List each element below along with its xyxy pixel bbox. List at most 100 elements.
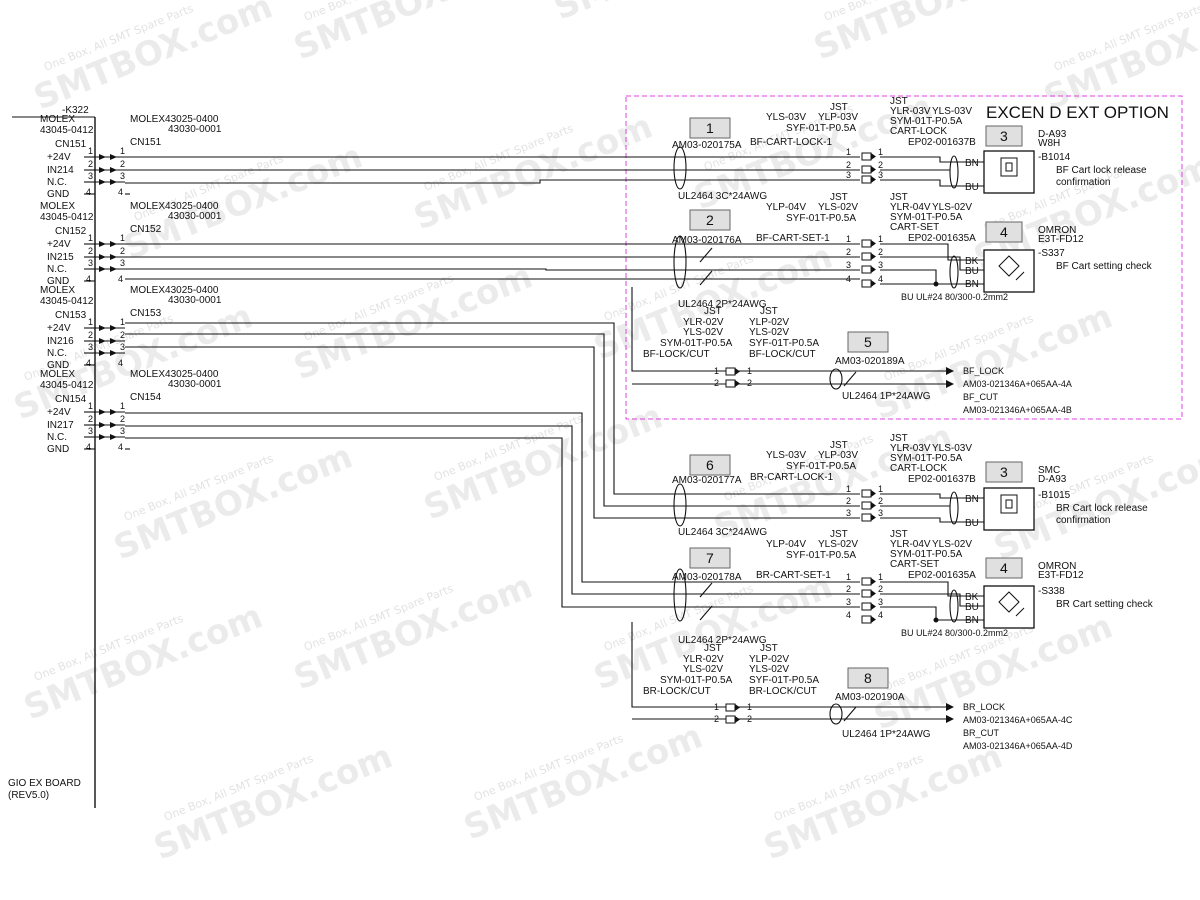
- pin-signal-label: GND: [47, 189, 69, 200]
- jst-label: JST: [890, 529, 908, 540]
- connector-pin-number: 1: [747, 366, 752, 376]
- connector-pin-number: 4: [878, 274, 883, 284]
- jst-housing: YLS-02V: [932, 202, 972, 213]
- sensor-maker: SMC: [1038, 465, 1060, 476]
- connector-pin-number: 1: [846, 147, 851, 157]
- connector-pin: [861, 513, 872, 522]
- pin-number: 2: [88, 414, 93, 424]
- pin-arrow: [110, 434, 117, 440]
- pin-arrow: [99, 350, 106, 356]
- connector-pin-arrow: [871, 590, 876, 597]
- connector-pin-arrow: [871, 266, 876, 273]
- connector-pin-arrow: [735, 716, 740, 723]
- cable-name: BR-CART-LOCK-1: [750, 472, 834, 483]
- connector-pin-number: 1: [714, 702, 719, 712]
- connector-pin-arrow: [871, 514, 876, 521]
- pin-signal-label: N.C.: [47, 177, 67, 188]
- jst-terminal: SYM-01T-P0.5A: [890, 116, 963, 127]
- pin-number: 4: [118, 187, 123, 197]
- connector-id: CN154: [130, 392, 162, 403]
- connector-pin-arrow: [871, 603, 876, 610]
- mate-connector: MOLEX43025-0400: [130, 114, 219, 125]
- jst-label: JST: [830, 440, 848, 451]
- jst-terminal: SYF-01T-P0.5A: [749, 338, 819, 349]
- connector-pin-number: 2: [878, 160, 883, 170]
- pin-signal-label: GND: [47, 360, 69, 371]
- cable-number-box: [689, 117, 731, 139]
- connector-pin-arrow: [871, 240, 876, 247]
- jst-terminal: SYM-01T-P0.5A: [890, 212, 963, 223]
- sensor-model: D-A93: [1038, 474, 1067, 485]
- pin-signal-label: +24V: [47, 407, 71, 418]
- connector-pin: [861, 489, 872, 498]
- connector-pin-number: 1: [878, 484, 883, 494]
- cable-part-number: AM03-020175A: [672, 140, 742, 151]
- pin-number: 4: [86, 358, 91, 368]
- sensor-number-box: [985, 461, 1023, 483]
- wire-color-bn: BN: [965, 279, 979, 290]
- pin-arrow: [110, 325, 117, 331]
- cable-number-box: [847, 331, 889, 353]
- connector-pin-number: 1: [747, 702, 752, 712]
- pin-arrow: [99, 434, 106, 440]
- sensor-model: E3T-FD12: [1038, 570, 1084, 581]
- output-signal: BR_CUT: [963, 728, 1000, 738]
- mate-connector: MOLEX43025-0400: [130, 285, 219, 296]
- jst-terminal: SYM-01T-P0.5A: [660, 675, 733, 686]
- sensor-description: BR Cart lock release: [1056, 503, 1148, 514]
- jst-housing: YLS-03V: [932, 106, 972, 117]
- pin-signal-label: +24V: [47, 323, 71, 334]
- connector-pin-arrow: [735, 704, 740, 711]
- cable-spec: UL2464 1P*24AWG: [842, 391, 931, 402]
- sensor-number-box: [985, 557, 1023, 579]
- output-part-number: AM03-021346A+065AA-4C: [963, 715, 1073, 725]
- molex-label: MOLEX: [40, 369, 75, 380]
- sensor-box-bf-lock: [983, 150, 1035, 194]
- pin-arrow: [99, 422, 106, 428]
- pin-signal-label: N.C.: [47, 348, 67, 359]
- connector-id: CN154: [55, 394, 87, 405]
- connector-id: CN153: [55, 310, 87, 321]
- board-ref: -K322: [62, 105, 89, 116]
- jst-housing: YLS-02V: [749, 664, 789, 675]
- connector-cn153: MOLEX43045-0412MOLEX43025-040043030-0001…: [40, 285, 222, 371]
- pin-number: 2: [88, 159, 93, 169]
- jst-housing: YLR-04V: [890, 202, 931, 213]
- sensor-id: -B1014: [1038, 152, 1071, 163]
- pin-arrow: [110, 254, 117, 260]
- lock-cut-2: JSTYLR-02VYLS-02VSYM-01T-P0.5ABR-LOCK/CU…: [643, 643, 1073, 751]
- jst-label: JST: [704, 643, 722, 654]
- connector-name: CART-LOCK: [890, 463, 947, 474]
- jst-label: JST: [760, 306, 778, 317]
- pin-signal-label: IN215: [47, 252, 74, 263]
- jst-housing: YLR-04V: [890, 539, 931, 550]
- jst-housing: YLP-02V: [749, 654, 789, 665]
- jst-terminal: SYF-01T-P0.5A: [749, 675, 819, 686]
- connector-pin-number: 4: [846, 274, 851, 284]
- connector-pin-arrow: [871, 616, 876, 623]
- pin-signal-label: N.C.: [47, 264, 67, 275]
- pin-number: 4: [86, 442, 91, 452]
- molex-pn: 43045-0412: [40, 125, 94, 136]
- wire-color-bu: BU: [965, 518, 979, 529]
- wire-color-bu: BU: [965, 602, 979, 613]
- ext-option-title: EXCEN D EXT OPTION: [986, 103, 1169, 122]
- output-signal: BF_CUT: [963, 392, 999, 402]
- cable-part-number: AM03-020177A: [672, 475, 742, 486]
- connector-pin: [725, 379, 736, 388]
- connector-pin-number: 2: [714, 378, 719, 388]
- connector-cn151: MOLEX43045-0412MOLEX43025-040043030-0001…: [40, 114, 222, 200]
- cable-spec: UL2464 1P*24AWG: [842, 729, 931, 740]
- pin-number: 1: [120, 146, 125, 156]
- pin-arrow: [99, 241, 106, 247]
- jst-housing: YLS-03V: [766, 450, 806, 461]
- jst-label: JST: [704, 306, 722, 317]
- cable-number-box: [847, 667, 889, 689]
- wire-color-bk: BK: [965, 256, 979, 267]
- sensor-model: E3T-FD12: [1038, 234, 1084, 245]
- connector-pin: [725, 367, 736, 376]
- connector-pin-number: 2: [878, 496, 883, 506]
- connector-name: BR-LOCK/CUT: [643, 686, 711, 697]
